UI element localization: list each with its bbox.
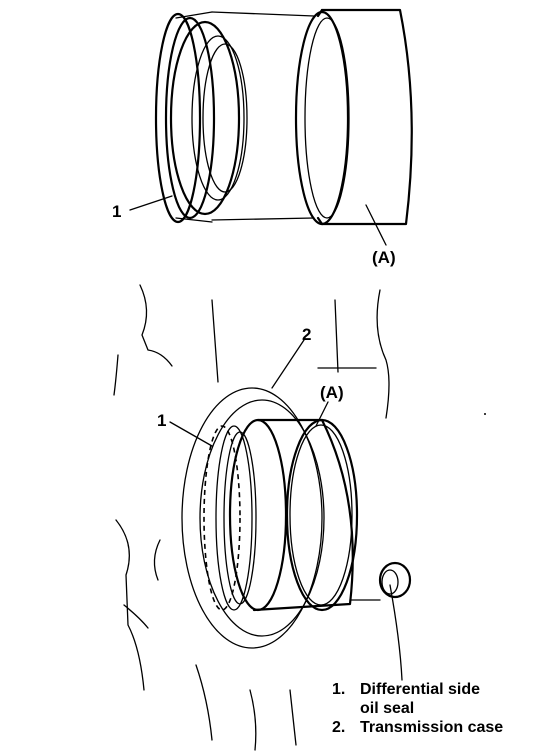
label-top-tool-a: (A)	[372, 248, 396, 267]
label-bottom-part-1: 1	[157, 411, 166, 430]
legend-item: 2. Transmission case	[332, 718, 503, 737]
speck	[484, 413, 486, 415]
label-top-part-1: 1	[112, 202, 121, 221]
top-installer-tool-a	[294, 8, 413, 226]
legend-text: Differential side	[360, 681, 481, 698]
bottom-leader-a	[315, 401, 329, 427]
bottom-installer-tool-a	[228, 418, 359, 612]
label-bottom-case-2: 2	[302, 325, 311, 344]
legend-item-continued: oil seal	[332, 699, 503, 718]
case-outline	[113, 284, 412, 751]
top-leader-a	[365, 204, 387, 246]
legend: 1. Differential side oil seal 2. Transmi…	[332, 680, 503, 737]
bottom-leader-2	[271, 339, 305, 389]
bottom-oil-seal	[203, 425, 257, 611]
legend-number: 1.	[332, 681, 346, 698]
top-guide-lines	[211, 11, 315, 221]
legend-item: 1. Differential side	[332, 680, 503, 699]
legend-text: Transmission case	[360, 719, 504, 736]
legend-number: 2.	[332, 719, 346, 736]
top-oil-seal	[154, 11, 248, 224]
label-bottom-tool-a: (A)	[320, 383, 344, 402]
bottom-leader-1	[169, 421, 213, 447]
legend-text: oil seal	[360, 700, 415, 717]
transmission-case-bore	[181, 387, 325, 649]
top-leader-1	[129, 195, 173, 211]
